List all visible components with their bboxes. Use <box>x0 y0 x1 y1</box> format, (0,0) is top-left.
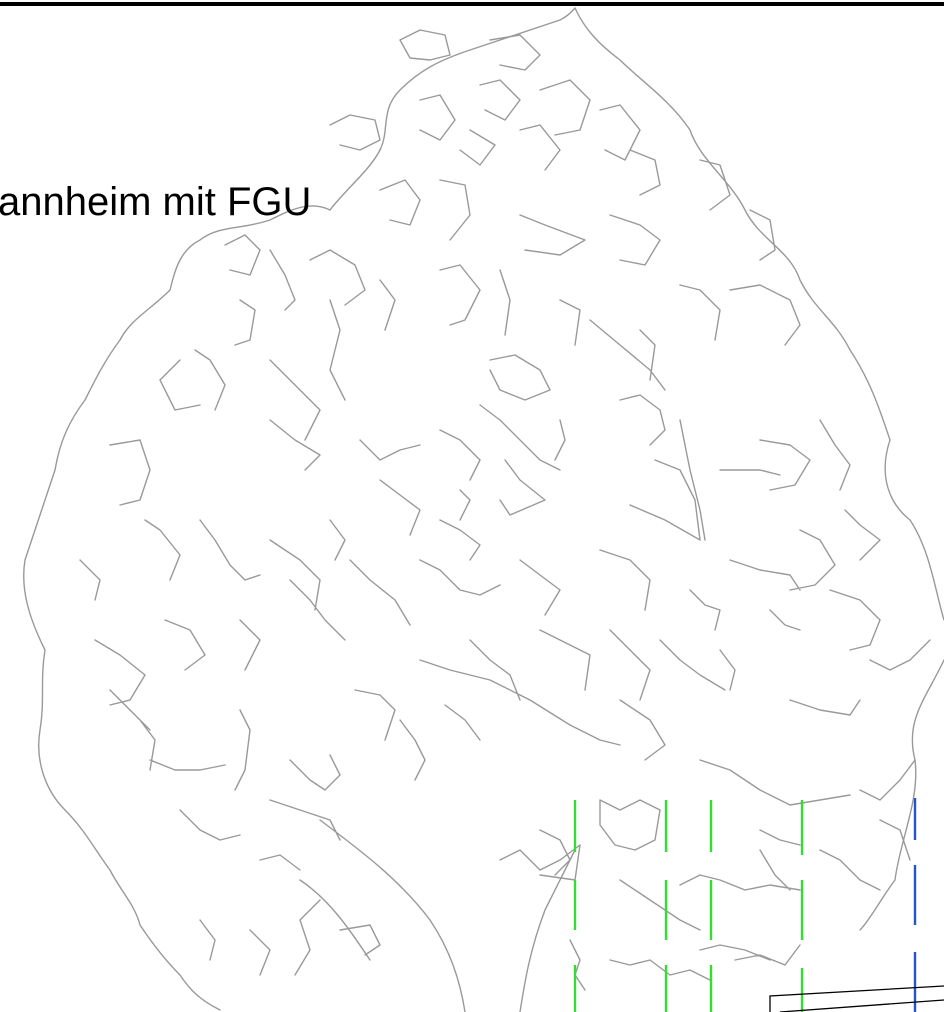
tree-canopy-outline <box>23 7 944 1011</box>
tree-trunk-left <box>319 819 466 1012</box>
tree-scribble <box>79 29 931 991</box>
drawing-title: annheim mit FGU <box>0 180 311 224</box>
tree-trunk-right <box>519 849 576 1012</box>
green-marker-columns <box>573 800 804 1012</box>
tree-branch <box>299 879 371 961</box>
ground-outline <box>769 985 944 1012</box>
tree-sketch <box>23 7 944 1012</box>
